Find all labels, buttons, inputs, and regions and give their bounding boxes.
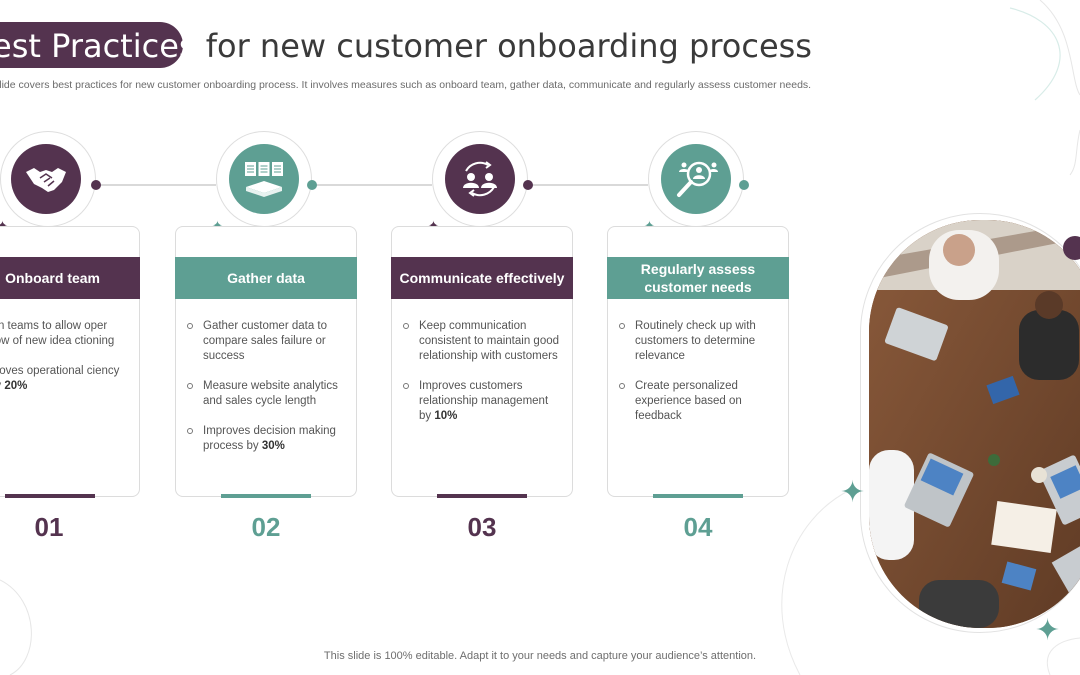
step-2-heading: Gather data bbox=[175, 257, 357, 299]
step-4-number: 04 bbox=[683, 512, 713, 542]
step-3-icon-circle bbox=[445, 144, 515, 214]
step-2-heading-text: Gather data bbox=[227, 270, 305, 286]
sparkle-icon: ✦ bbox=[0, 219, 8, 232]
bullet-text: Improves customers relationship manageme… bbox=[419, 380, 549, 422]
step-2-connector-dot bbox=[307, 180, 317, 190]
step-4-bullets: Routinely check up with customers to det… bbox=[618, 319, 776, 439]
bullet-text: Improves decision making process by bbox=[203, 425, 336, 452]
step-card-2: Gather data Gather customer data to comp… bbox=[175, 226, 357, 498]
bullet-highlight: 30% bbox=[261, 440, 285, 452]
list-item: Keep communication consistent to maintai… bbox=[402, 319, 560, 364]
connector-line bbox=[312, 184, 432, 186]
step-4-accent-bar bbox=[653, 494, 743, 498]
step-1-icon-circle bbox=[11, 144, 81, 214]
title-highlight: est Practices bbox=[0, 27, 196, 65]
step-2-accent-bar bbox=[221, 494, 311, 498]
step-3-connector-dot bbox=[523, 180, 533, 190]
handshake-icon bbox=[26, 168, 66, 192]
page-title: est Practices for new customer onboardin… bbox=[0, 26, 812, 66]
step-4-icon-ring bbox=[648, 131, 744, 227]
sparkle-icon: ✦ bbox=[428, 219, 439, 232]
people-exchange-icon bbox=[463, 161, 497, 197]
step-2-bullets: Gather customer data to compare sales fa… bbox=[186, 319, 344, 469]
step-4-heading-text: Regularly assess customer needs bbox=[640, 261, 756, 295]
team-meeting-photo bbox=[869, 220, 1080, 628]
step-3-bullets: Keep communication consistent to maintai… bbox=[402, 319, 560, 439]
data-folders-icon bbox=[245, 162, 283, 197]
sparkle-icon: ✦ bbox=[212, 219, 223, 232]
step-1-heading-text: Onboard team bbox=[5, 270, 100, 286]
step-1-connector-dot bbox=[91, 180, 101, 190]
step-1-bullets: ign teams to allow oper flow of new idea… bbox=[0, 319, 127, 409]
page-subtitle: slide covers best practices for new cust… bbox=[0, 79, 812, 91]
step-card-4: Regularly assess customer needs Routinel… bbox=[607, 226, 789, 498]
list-item: Improves customers relationship manageme… bbox=[402, 379, 560, 424]
list-item: Measure website analytics and sales cycl… bbox=[186, 379, 344, 409]
connector-line bbox=[528, 184, 648, 186]
step-card-1: Onboard team ign teams to allow oper flo… bbox=[0, 226, 140, 498]
step-1-number: 01 bbox=[34, 512, 64, 542]
step-1-icon-ring bbox=[0, 131, 96, 227]
step-2-icon-ring bbox=[216, 131, 312, 227]
step-3-number: 03 bbox=[467, 512, 497, 542]
list-item: ign teams to allow oper flow of new idea… bbox=[0, 319, 127, 349]
bullet-text: Keep communication consistent to maintai… bbox=[419, 320, 560, 362]
bullet-text: Routinely check up with customers to det… bbox=[635, 320, 756, 362]
bullet-highlight: 10% bbox=[434, 410, 458, 422]
step-3-heading: Communicate effectively bbox=[391, 257, 573, 299]
team-meeting-illustration bbox=[869, 220, 1080, 628]
bullet-highlight: 20% bbox=[4, 380, 28, 392]
bullet-text: Create personalized experience based on … bbox=[635, 380, 742, 422]
step-3-heading-text: Communicate effectively bbox=[399, 270, 565, 286]
sparkle-icon: ✦ bbox=[1035, 614, 1061, 647]
step-4-heading: Regularly assess customer needs bbox=[607, 257, 789, 299]
sparkle-icon: ✦ bbox=[644, 219, 655, 232]
sparkle-icon: ✦ bbox=[840, 476, 866, 509]
step-1-heading: Onboard team bbox=[0, 257, 140, 299]
footer-note: This slide is 100% editable. Adapt it to… bbox=[323, 650, 757, 662]
list-item: Create personalized experience based on … bbox=[618, 379, 776, 424]
magnifier-people-icon bbox=[677, 161, 718, 197]
connector-line bbox=[96, 184, 216, 186]
bullet-text: ign teams to allow oper flow of new idea… bbox=[0, 320, 115, 347]
bullet-text: Gather customer data to compare sales fa… bbox=[203, 320, 328, 362]
title-highlight-pill bbox=[0, 22, 183, 68]
list-item: Gather customer data to compare sales fa… bbox=[186, 319, 344, 364]
step-4-icon-circle bbox=[661, 144, 731, 214]
photo-accent-dot bbox=[1063, 236, 1080, 260]
bullet-text: proves operational ciency by bbox=[0, 365, 120, 392]
step-1-accent-bar bbox=[5, 494, 95, 498]
step-2-number: 02 bbox=[251, 512, 281, 542]
step-3-accent-bar bbox=[437, 494, 527, 498]
title-rest: for new customer onboarding process bbox=[195, 27, 812, 65]
step-3-icon-ring bbox=[432, 131, 528, 227]
step-4-connector-dot bbox=[739, 180, 749, 190]
step-2-icon-circle bbox=[229, 144, 299, 214]
bullet-text: Measure website analytics and sales cycl… bbox=[203, 380, 338, 407]
step-card-3: Communicate effectively Keep communicati… bbox=[391, 226, 573, 498]
list-item: Improves decision making process by 30% bbox=[186, 424, 344, 454]
list-item: Routinely check up with customers to det… bbox=[618, 319, 776, 364]
list-item: proves operational ciency by 20% bbox=[0, 364, 127, 394]
